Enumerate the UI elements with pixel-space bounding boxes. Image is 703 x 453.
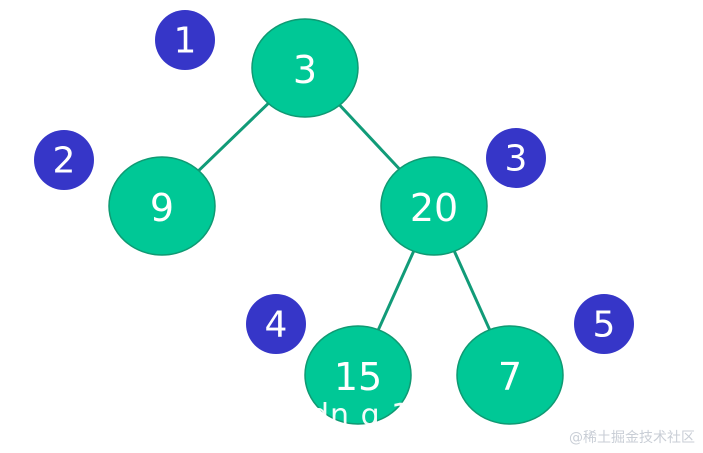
tree-node-circle [456,325,564,425]
tree-node-label: 7 [498,355,522,399]
tree-node-7: 7 [456,325,564,425]
order-badge-5: 5 [574,294,634,354]
order-badge-circle [486,128,546,188]
edge-n20-n7 [452,250,492,331]
order-badge-label: 5 [593,305,616,346]
order-badge-circle [574,294,634,354]
tree-node-9: 9 [108,156,216,256]
order-badge-1: 1 [155,10,215,70]
tree-node-20: 20 [380,156,488,256]
tree-nodes: 3 9 20 15 7 [108,18,564,425]
tree-node-circle [108,156,216,256]
order-badge-label: 2 [53,141,76,182]
order-badge-circle [155,10,215,70]
tree-node-circle [304,325,412,425]
tree-node-label: 20 [410,186,458,230]
edge-n3-n20 [337,103,402,171]
edge-n20-n15 [376,250,416,331]
watermark: @稀土掘金技术社区 [569,430,695,446]
tree-node-label: 9 [150,186,174,230]
tree-node-circle [380,156,488,256]
tree-edges [196,101,492,331]
edge-n3-n9 [196,101,271,173]
tree-node-label: 3 [293,48,317,92]
order-badge-circle [34,130,94,190]
order-badge-circle [246,294,306,354]
tree-node-circle [251,18,359,118]
order-badge-label: 3 [505,139,528,180]
order-badges: 1 2 3 4 5 [34,10,634,354]
order-badge-2: 2 [34,130,94,190]
tree-node-label: 15 [334,355,382,399]
overlay-text: dn g 17 [310,398,432,433]
tree-node-15: 15 [304,325,412,425]
order-badge-label: 4 [265,305,288,346]
order-badge-3: 3 [486,128,546,188]
order-badge-label: 1 [174,21,197,62]
order-badge-4: 4 [246,294,306,354]
tree-node-3: 3 [251,18,359,118]
